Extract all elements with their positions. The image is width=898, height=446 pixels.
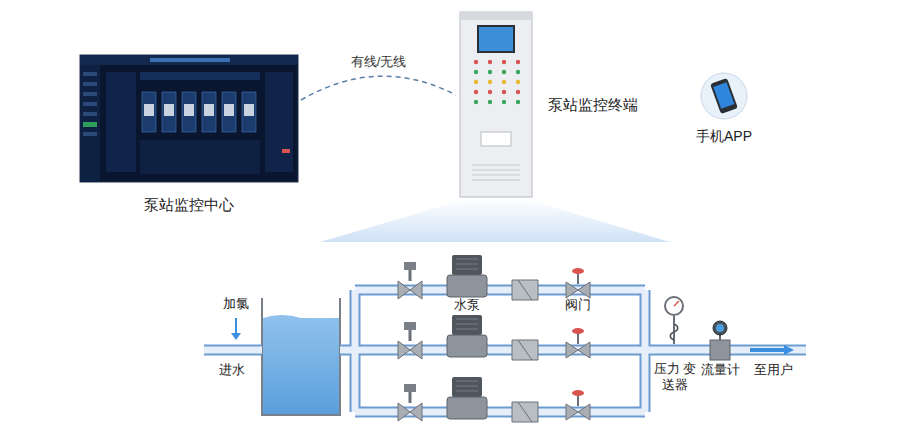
part-name: 流量计 xyxy=(701,362,740,378)
node-caption: 泵站监控终端 xyxy=(548,96,638,115)
part-name: 阀门 xyxy=(565,297,591,313)
node-caption: 手机APP xyxy=(696,128,752,146)
part-name: 压力 变送器 xyxy=(653,361,697,392)
part-name: 水泵 xyxy=(454,297,480,313)
output-label: 至用户 xyxy=(754,362,793,378)
dashed-link xyxy=(301,76,456,100)
phone-app: 手机APP xyxy=(700,72,748,120)
link-label: 有线/无线 xyxy=(348,53,410,71)
node-caption: 泵站监控中心 xyxy=(144,196,234,215)
monitor-screen: 泵站监控中心 xyxy=(80,55,298,182)
input-label: 加氯 xyxy=(223,296,249,312)
input-label: 进水 xyxy=(219,362,245,378)
control-cabinet: 泵站监控终端 xyxy=(460,12,532,197)
